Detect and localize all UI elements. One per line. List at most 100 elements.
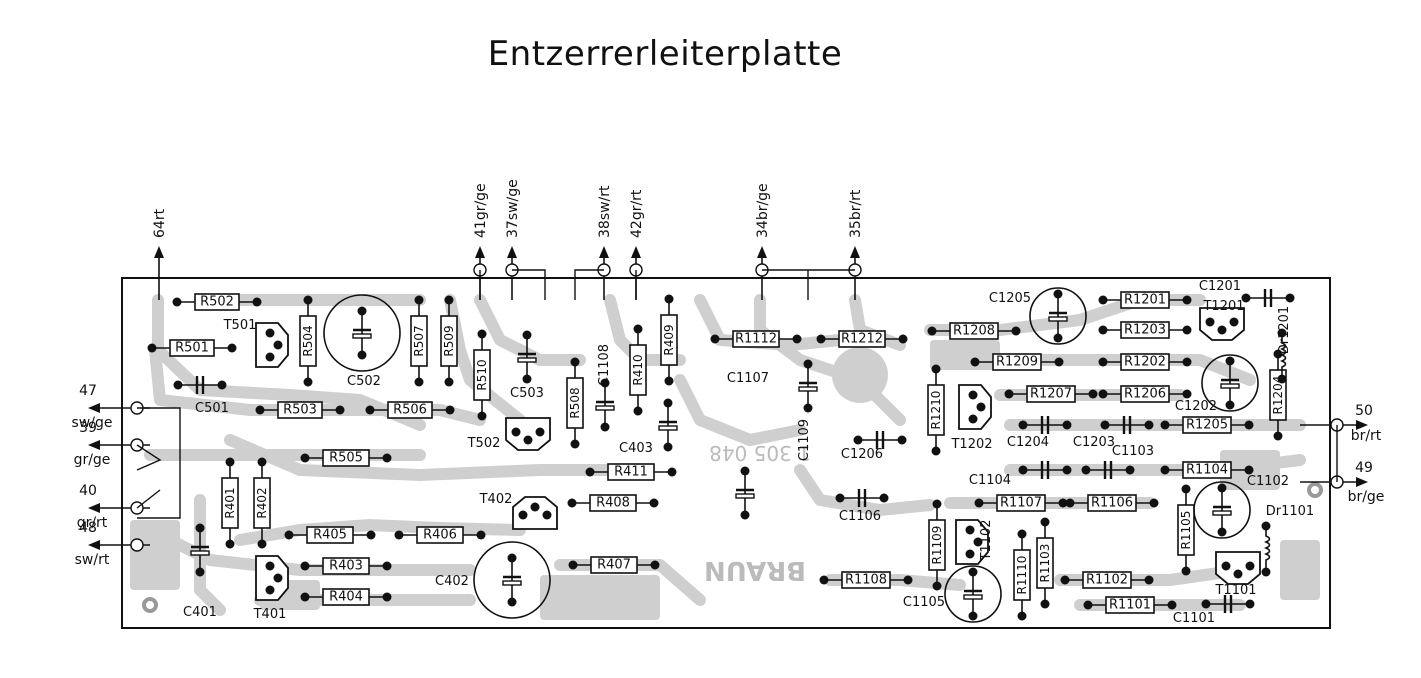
resistor-r1205: R1205 [1160,416,1254,434]
capacitor-label: C1109 [797,419,812,461]
resistor-r403: R403 [300,557,392,575]
capacitor-label: C503 [510,386,544,401]
capacitor-c1102: C1102 [1193,474,1289,539]
transistor-label: T401 [253,607,287,622]
capacitor-c403: C403 [619,398,678,456]
resistor-label: R1110 [1015,556,1029,595]
capacitor-label: C1204 [1007,435,1049,450]
resistor-r505: R505 [300,449,392,467]
connector-number: 49 [1355,460,1373,476]
capacitor-c1105: C1105 [903,565,1002,623]
resistor-label: R501 [175,341,209,356]
connector-label: 41gr/ge [473,183,489,238]
capacitor-c1203: C1203 [1073,416,1154,450]
capacitor-c401: C401 [183,523,217,620]
capacitor-label: C1202 [1175,399,1217,414]
capacitor-c1104: C1104 [969,461,1072,488]
capacitor-c1103: C1103 [1081,444,1154,479]
resistor-r1202: R1202 [1098,353,1192,371]
resistor-r402: R402 [253,457,271,549]
resistor-r507: R507 [410,295,428,387]
capacitor-label: C1104 [969,473,1011,488]
transistor-t501: T501 [223,318,289,368]
capacitor-label: C1102 [1247,474,1289,489]
resistor-r1210: R1210 [927,364,945,456]
resistor-label: R405 [313,528,347,543]
resistor-r1204: R1204 [1269,349,1287,441]
transistor-t401: T401 [253,555,289,622]
resistor-r1102: R1102 [1060,571,1154,589]
capacitor-c1101: C1101 [1173,595,1255,626]
resistor-r1107: R1107 [974,494,1068,512]
resistor-r410: R410 [629,324,647,416]
transistor-t1202: T1202 [950,384,993,452]
connector-label: 35br/rt [848,189,864,238]
resistor-label: R506 [393,403,427,418]
capacitor-label: C501 [195,401,229,416]
board-part-number: 1 305 048 [709,441,811,465]
resistor-label: R1108 [845,573,887,588]
resistor-label: R1107 [1000,496,1042,511]
resistor-label: R1206 [1124,387,1166,402]
connector-color: sw/rt [75,552,110,568]
board-brand-mark: BRAUN [704,555,806,585]
capacitor-label: C1108 [597,344,612,386]
capacitor-label: C403 [619,441,653,456]
connector-label: 34br/ge [755,183,771,238]
resistor-r411: R411 [585,463,677,481]
resistor-r509: R509 [440,295,458,387]
choke-label: Dr1101 [1266,504,1314,519]
connector-color: sw/ge [72,415,113,431]
capacitor-c1202: C1202 [1175,354,1259,414]
transistor-t502: T502 [467,417,551,451]
connector-number: 48 [79,520,97,536]
resistor-label: R509 [442,325,456,356]
mounting-holes [142,482,1323,613]
resistor-r501: R501 [147,339,237,357]
connector-top-c34: 34br/ge [755,183,771,300]
resistor-label: R1104 [1186,463,1228,478]
resistor-label: R1202 [1124,355,1166,370]
connector-label: 37sw/ge [505,179,521,238]
capacitor-label: C1201 [1199,279,1241,294]
resistor-label: R502 [200,295,234,310]
connector-color: gr/rt [77,515,108,531]
resistor-r1208: R1208 [927,322,1021,340]
capacitor-label: C1103 [1112,444,1154,459]
connector-label: 64rt [152,208,168,238]
connector-top-c64: 64rt [152,208,168,300]
resistor-label: R408 [596,496,630,511]
transistor-t1201: T1201 [1199,299,1245,341]
part-number-text: 1 305 048 [709,441,811,465]
resistor-label: R411 [614,465,648,480]
resistor-label: R1208 [953,324,995,339]
resistor-label: R1105 [1179,511,1193,550]
transistor-label: T1201 [1202,299,1244,314]
resistor-label: R409 [662,324,676,355]
capacitor-c1205: C1205 [989,287,1087,345]
resistor-r503: R503 [255,401,345,419]
capacitor-c502: C502 [323,294,401,389]
capacitor-label: C502 [347,374,381,389]
transistor-label: T1202 [950,437,992,452]
resistor-r404: R404 [300,588,392,606]
transistor-label: T402 [479,492,513,507]
resistor-label: R1201 [1124,293,1166,308]
capacitor-label: C1206 [841,447,883,462]
resistor-r407: R407 [568,556,660,574]
resistor-r508: R508 [566,357,584,449]
resistor-r1207: R1207 [1004,385,1098,403]
resistor-r408: R408 [567,494,659,512]
resistor-label: R504 [301,325,315,356]
transistor-t1101: T1101 [1214,551,1261,598]
resistor-r1106: R1106 [1065,494,1159,512]
